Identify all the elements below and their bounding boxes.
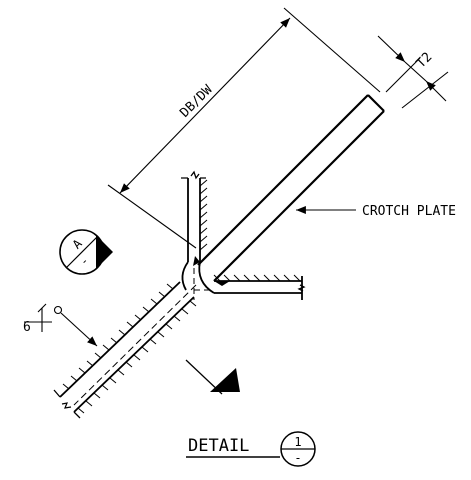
t2-label: T2 (414, 50, 436, 72)
detail-sheet: - (294, 451, 301, 465)
lower-wall-hatch-upper (62, 283, 174, 390)
horizontal-weld-hatch (213, 274, 301, 282)
lower-inclined-wall (53, 281, 195, 419)
weld-size-label: 6 (23, 320, 31, 335)
weld-size-callout (24, 303, 98, 347)
detail-number: 1 (294, 435, 301, 449)
t2-dimension (377, 35, 449, 109)
view-arrow (185, 359, 240, 395)
view-direction-icon (210, 368, 240, 392)
section-arrow-icon (96, 235, 113, 269)
vertical-weld-hatch (199, 179, 208, 251)
db-dw-dimension (107, 7, 381, 249)
lower-wall-hatch-lower (77, 300, 197, 414)
crotch-plate-label: CROTCH PLATE (362, 204, 456, 219)
crotch-plate (197, 94, 385, 282)
detail-title: DETAIL (188, 436, 249, 456)
joint-bend (181, 256, 230, 294)
section-marker (59, 229, 113, 275)
joint-centerlines (193, 268, 214, 300)
lower-wall-centerline (73, 284, 197, 406)
